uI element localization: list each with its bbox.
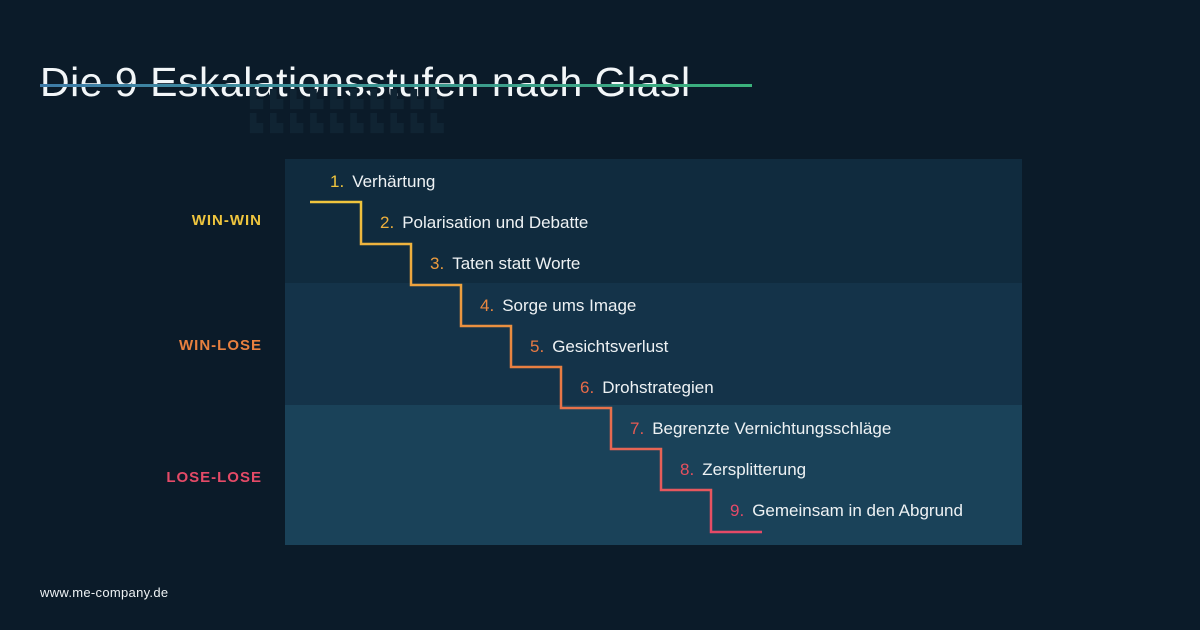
stage-label: Zersplitterung xyxy=(702,460,807,479)
stage-label: Gemeinsam in den Abgrund xyxy=(752,501,963,520)
stage-label: Drohstrategien xyxy=(602,378,714,397)
stairs-watermark-row: ▙▙▙▙▙▙▙▙▙▙ xyxy=(250,90,451,110)
stage-number: 2. xyxy=(380,213,395,232)
stage-row-5: 5. Gesichtsverlust xyxy=(530,336,668,358)
stage-number: 9. xyxy=(730,501,745,520)
stage-number: 6. xyxy=(580,378,595,397)
stage-label: Begrenzte Vernichtungsschläge xyxy=(652,419,892,438)
stairs-watermark-row: ▙▙▙▙▙▙▙▙▙▙ xyxy=(250,114,451,134)
phase-label-lose-lose: LOSE-LOSE xyxy=(166,469,262,486)
stage-label: Gesichtsverlust xyxy=(552,337,669,356)
stage-number: 4. xyxy=(480,296,495,315)
phase-band-lose-lose xyxy=(285,405,1022,545)
stage-row-3: 3. Taten statt Worte xyxy=(430,253,580,275)
phase-band-win-lose xyxy=(285,283,1022,405)
stage-number: 8. xyxy=(680,460,695,479)
stage-row-4: 4. Sorge ums Image xyxy=(480,295,636,317)
stage-row-6: 6. Drohstrategien xyxy=(580,377,714,399)
stage-row-7: 7. Begrenzte Vernichtungsschläge xyxy=(630,418,891,440)
page-title: Die 9 Eskalationsstufen nach Glasl xyxy=(40,59,691,106)
stage-label: Taten statt Worte xyxy=(452,254,581,273)
stage-label: Polarisation und Debatte xyxy=(402,213,589,232)
stage-number: 1. xyxy=(330,172,345,191)
stage-number: 7. xyxy=(630,419,645,438)
title-underline-gradient xyxy=(40,84,752,87)
stage-label: Sorge ums Image xyxy=(502,296,637,315)
phase-label-win-win: WIN-WIN xyxy=(191,212,262,229)
stage-number: 5. xyxy=(530,337,545,356)
footer-url: www.me-company.de xyxy=(40,585,169,600)
stage-row-9: 9. Gemeinsam in den Abgrund xyxy=(730,500,963,522)
stage-row-1: 1. Verhärtung xyxy=(330,171,435,193)
stage-row-2: 2. Polarisation und Debatte xyxy=(380,212,588,234)
stage-label: Verhärtung xyxy=(352,172,436,191)
phase-band-win-win xyxy=(285,159,1022,283)
stage-number: 3. xyxy=(430,254,445,273)
stage-row-8: 8. Zersplitterung xyxy=(680,459,806,481)
stairs-watermark: ▙▙▙▙▙▙▙▙▙▙ ▙▙▙▙▙▙▙▙▙▙ xyxy=(250,88,451,136)
phase-label-win-lose: WIN-LOSE xyxy=(179,337,262,354)
